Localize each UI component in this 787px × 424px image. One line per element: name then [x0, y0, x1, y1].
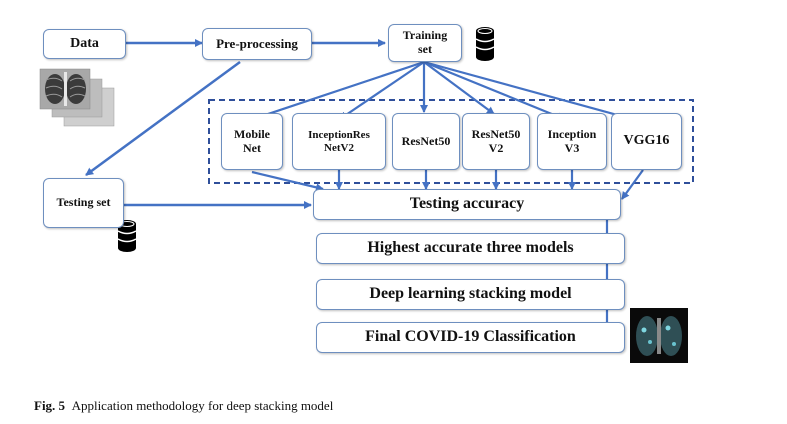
- final-classification-label: Final COVID-19 Classification: [365, 328, 576, 346]
- training-fanout-arrows: [252, 60, 644, 125]
- model-box-resnet50: ResNet50: [392, 113, 460, 170]
- stacking-model-box: Deep learning stacking model: [316, 279, 625, 310]
- testing-accuracy-box: Testing accuracy: [313, 189, 621, 220]
- model-label-line1: ResNet50: [471, 126, 521, 141]
- model-label-line2: V2: [488, 140, 504, 155]
- figure-caption: Fig. 5 Application methodology for deep …: [34, 398, 333, 414]
- testing-set-label: Testing set: [56, 195, 111, 210]
- testing-set-box: Testing set: [43, 178, 124, 228]
- model-label-line2: Net: [243, 140, 261, 155]
- model-label-line2: NetV2: [324, 141, 354, 154]
- models-group-border: [208, 99, 694, 184]
- training-set-label-line1: Training: [402, 28, 448, 43]
- highest-three-box: Highest accurate three models: [316, 233, 625, 264]
- arrow-preprocessing-to-testing: [85, 60, 241, 177]
- stacking-model-label: Deep learning stacking model: [369, 285, 572, 303]
- model-box-vgg16: VGG16: [611, 113, 682, 170]
- testing-accuracy-label: Testing accuracy: [409, 195, 525, 213]
- training-database-icon: [475, 27, 495, 61]
- model-box-inceptionv3: Inception V3: [537, 113, 607, 170]
- data-box: Data: [43, 29, 126, 59]
- model-label-line2: V3: [564, 140, 580, 155]
- model-label-line1: Inception: [547, 126, 597, 141]
- model-box-resnet50v2: ResNet50 V2: [462, 113, 530, 170]
- training-set-label-line2: set: [418, 42, 432, 56]
- preprocessing-box: Pre-processing: [202, 28, 312, 60]
- model-label-line1: Mobile: [234, 126, 270, 141]
- highest-three-label: Highest accurate three models: [367, 239, 574, 257]
- models-to-accuracy-arrows: [251, 169, 644, 200]
- data-label: Data: [70, 35, 99, 51]
- lung-ct-scan-icon: [630, 308, 688, 363]
- figure-caption-text: Application methodology for deep stackin…: [71, 398, 334, 413]
- preprocessing-label: Pre-processing: [216, 35, 298, 51]
- model-label-line1: VGG16: [623, 133, 670, 149]
- model-label-line1: InceptionRes: [308, 128, 370, 141]
- model-box-mobilenet: Mobile Net: [221, 113, 283, 170]
- chest-xray-stack-icon: [39, 68, 115, 127]
- model-label-line1: ResNet50: [401, 133, 451, 148]
- figure-number: Fig. 5: [34, 398, 66, 413]
- final-classification-box: Final COVID-19 Classification: [316, 322, 625, 353]
- model-box-inceptionresnetv2: InceptionRes NetV2: [292, 113, 386, 170]
- training-set-box: Training set: [388, 24, 462, 62]
